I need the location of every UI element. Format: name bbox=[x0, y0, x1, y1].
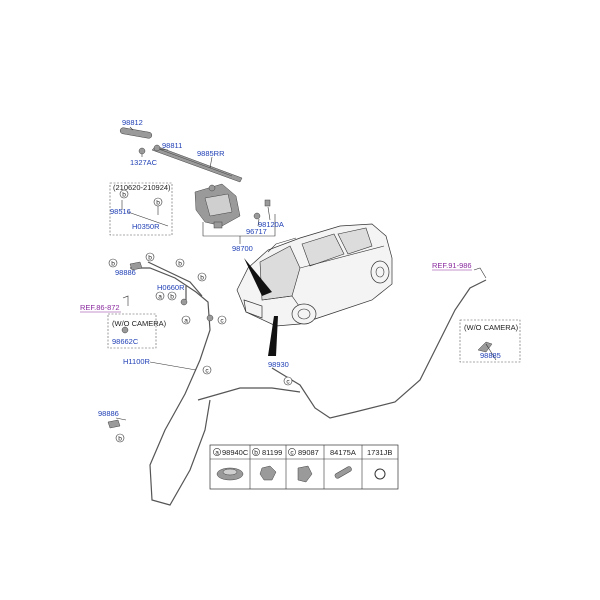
leader-98811 bbox=[159, 148, 169, 151]
callout-b: b bbox=[119, 189, 129, 199]
svg-text:b: b bbox=[254, 449, 258, 456]
wo-camera-box-left bbox=[107, 313, 157, 349]
callout-b: b bbox=[167, 291, 177, 301]
svg-text:81199: 81199 bbox=[262, 448, 282, 457]
callout-c: c bbox=[202, 365, 212, 375]
pointer-arrow-lower bbox=[268, 316, 278, 356]
wiper-blade bbox=[119, 127, 153, 139]
legend-item-84175A: 84175A bbox=[330, 448, 356, 479]
callout-a: a bbox=[181, 315, 191, 325]
svg-text:a: a bbox=[158, 294, 162, 301]
callout-c: c bbox=[217, 315, 227, 325]
label-H0660R: H0660R bbox=[157, 283, 185, 292]
label-date-range: (210620-210924) bbox=[113, 183, 171, 192]
svg-text:98940C: 98940C bbox=[222, 448, 249, 457]
callout-c: c bbox=[283, 376, 293, 386]
svg-text:b: b bbox=[156, 200, 160, 207]
label-98886-top: 98886 bbox=[115, 268, 136, 277]
callout-b: b bbox=[108, 258, 118, 268]
label-98812: 98812 bbox=[122, 118, 143, 127]
pointer-arrow-upper bbox=[244, 258, 272, 296]
label-98516: 98516 bbox=[110, 207, 131, 216]
leader-H1100R bbox=[149, 361, 197, 371]
svg-text:89087: 89087 bbox=[298, 448, 319, 457]
label-wo-camera-left: (W/O CAMERA) bbox=[112, 319, 167, 328]
clip-parts-left bbox=[180, 298, 214, 322]
callout-b: b bbox=[145, 252, 155, 262]
motor-bolt-98120A bbox=[264, 199, 271, 207]
leader-96717 bbox=[257, 218, 260, 227]
leader-98886-bottom bbox=[115, 417, 127, 421]
callout-b: b bbox=[153, 197, 163, 207]
callout-b: b bbox=[175, 258, 185, 268]
nozzle-98886-top bbox=[129, 261, 143, 271]
svg-text:c: c bbox=[205, 368, 209, 375]
wiper-cap-1327AC bbox=[138, 147, 146, 155]
nozzle-98886-bottom bbox=[107, 419, 121, 429]
label-H1100R: H1100R bbox=[123, 357, 151, 366]
svg-text:1731JB: 1731JB bbox=[367, 448, 392, 457]
label-9885RR: 9885RR bbox=[197, 149, 225, 158]
label-H0350R: H0350R bbox=[132, 222, 160, 231]
svg-text:c: c bbox=[220, 318, 224, 325]
label-98811: 98811 bbox=[162, 141, 182, 150]
svg-text:b: b bbox=[148, 255, 152, 262]
legend-table: a 98940C b 81199 c 89087 84175A 1731JB bbox=[209, 444, 399, 490]
svg-text:b: b bbox=[178, 261, 182, 268]
variant-box bbox=[109, 182, 173, 236]
label-98700: 98700 bbox=[232, 244, 253, 253]
label-98120A: 98120A bbox=[258, 220, 284, 229]
grommet-96717 bbox=[253, 212, 261, 220]
svg-text:b: b bbox=[170, 294, 174, 301]
legend-item-89087: c 89087 bbox=[288, 448, 319, 483]
svg-text:c: c bbox=[290, 449, 294, 456]
washer-hose-right bbox=[197, 279, 487, 419]
svg-text:a: a bbox=[215, 449, 219, 456]
label-98885: 98885 bbox=[480, 351, 501, 360]
vehicle-illustration bbox=[236, 223, 393, 327]
label-98886-bottom: 98886 bbox=[98, 409, 119, 418]
svg-text:a: a bbox=[184, 318, 188, 325]
callout-b: b bbox=[115, 433, 125, 443]
legend-item-1731JB: 1731JB bbox=[367, 448, 392, 480]
label-96717: 96717 bbox=[246, 227, 267, 236]
label-1327AC: 1327AC bbox=[130, 158, 158, 167]
legend-item-98940C: a 98940C bbox=[213, 448, 249, 481]
callout-a: a bbox=[155, 291, 165, 301]
bracket-98700 bbox=[202, 214, 276, 237]
hose-ref-91-986 bbox=[473, 267, 487, 279]
hose-ref-86-872 bbox=[122, 295, 129, 306]
wiper-arm bbox=[151, 144, 243, 183]
callout-b: b bbox=[197, 272, 207, 282]
nozzle-98885 bbox=[477, 341, 497, 361]
legend-item-81199: b 81199 bbox=[252, 448, 282, 481]
svg-text:84175A: 84175A bbox=[330, 448, 356, 457]
svg-text:b: b bbox=[118, 436, 122, 443]
leader-98812 bbox=[129, 126, 134, 131]
label-wo-camera-right: (W/O CAMERA) bbox=[464, 323, 519, 332]
label-ref-91-986: REF.91-986 bbox=[432, 261, 472, 270]
hose-segment-98516 bbox=[127, 211, 169, 227]
label-98930: 98930 bbox=[268, 360, 289, 369]
leader-9885RR bbox=[209, 156, 213, 169]
washer-hose-left bbox=[130, 261, 211, 506]
svg-text:b: b bbox=[111, 261, 115, 268]
wiper-motor bbox=[194, 183, 241, 229]
leader-98120A bbox=[267, 206, 271, 221]
svg-text:b: b bbox=[122, 192, 126, 199]
svg-text:c: c bbox=[286, 379, 290, 386]
label-ref-86-872: REF.86-872 bbox=[80, 303, 120, 312]
label-98662C: 98662C bbox=[112, 337, 139, 346]
wo-camera-box-right bbox=[459, 319, 521, 363]
svg-text:b: b bbox=[200, 275, 204, 282]
camera-nozzle-98662C bbox=[121, 326, 129, 334]
